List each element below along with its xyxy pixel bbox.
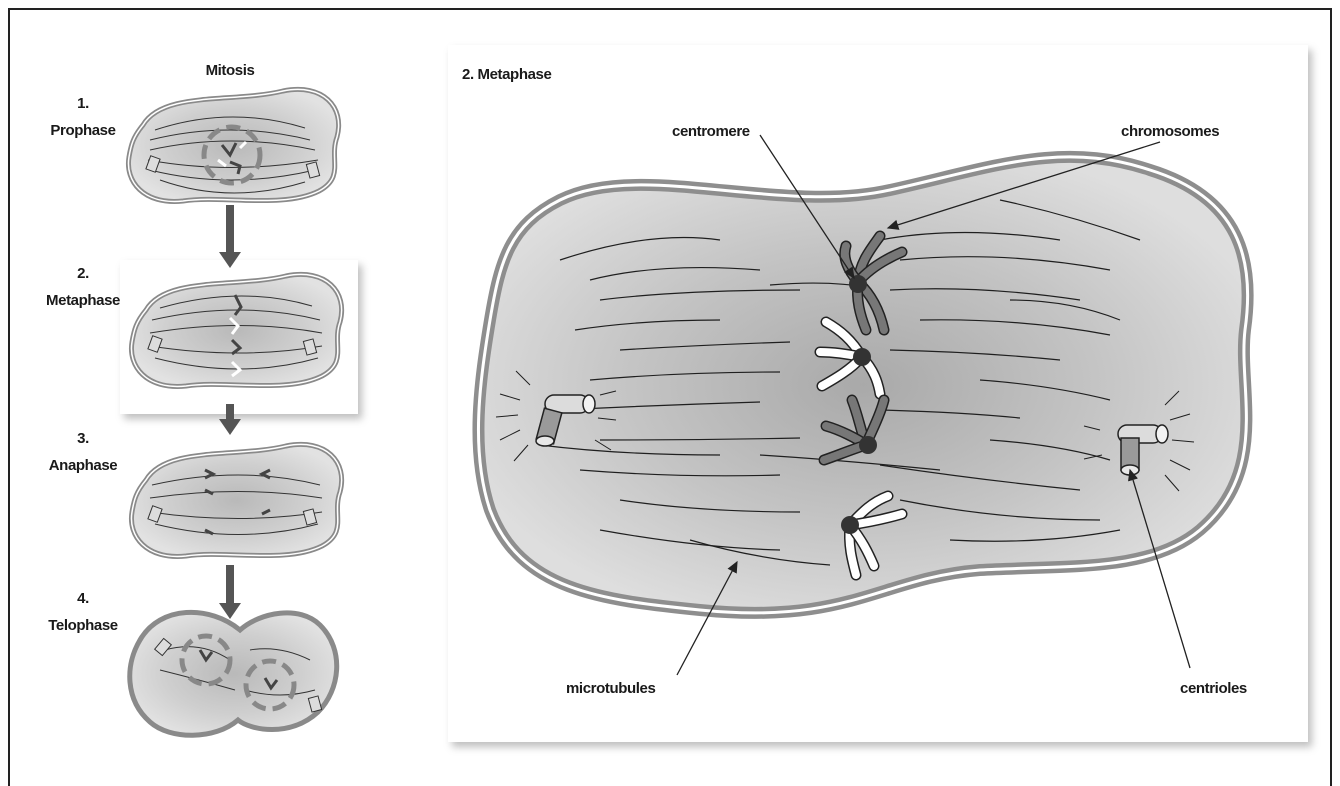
- stage-1-name: Prophase: [50, 122, 115, 139]
- mitosis-title: Mitosis: [206, 62, 255, 79]
- metaphase-panel-title: 2. Metaphase: [462, 66, 551, 83]
- stage-1-number: 1.: [77, 95, 89, 112]
- stage-3-name: Anaphase: [49, 457, 118, 474]
- stage-4-number: 4.: [77, 590, 89, 607]
- stage-2-name: Metaphase: [46, 292, 120, 309]
- stage-4-name: Telophase: [48, 617, 118, 634]
- centrioles-label: centrioles: [1180, 680, 1247, 697]
- microtubules-label: microtubules: [566, 680, 655, 697]
- stage-3-number: 3.: [77, 430, 89, 447]
- prophase-cell: [128, 89, 338, 201]
- stage-2-number: 2.: [77, 265, 89, 282]
- anaphase-cell: [131, 444, 341, 556]
- centromere-label: centromere: [672, 123, 750, 140]
- chromosomes-label: chromosomes: [1121, 123, 1219, 140]
- telophase-cell: [130, 612, 337, 735]
